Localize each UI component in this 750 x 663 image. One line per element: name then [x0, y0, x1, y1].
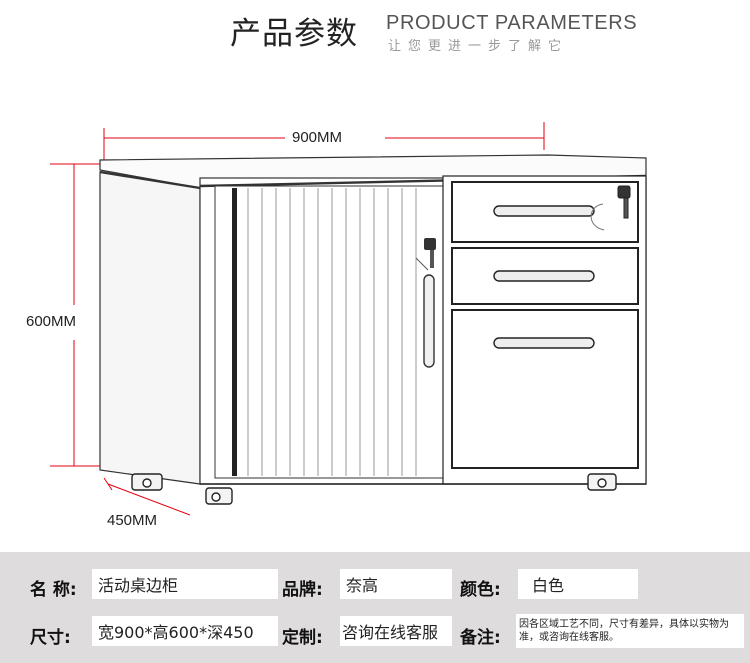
- brand-label: 品牌:: [282, 580, 323, 600]
- dimension-lines: [50, 122, 545, 516]
- door-lock-icon: [415, 238, 436, 271]
- depth-dimension-label: 450MM: [107, 512, 158, 529]
- drawer-middle-handle-icon: [493, 270, 595, 282]
- drawer-top-handle-icon: [493, 205, 595, 217]
- page-title-english: PRODUCT PARAMETERS: [386, 12, 638, 34]
- page-title: 产品参数: [230, 16, 358, 52]
- spec-table: 名 称: 活动桌边柜 品牌: 奈高 颜色: 白色 尺寸: 宽900*高600*深…: [0, 552, 750, 663]
- size-value: 宽900*高600*深450: [92, 616, 278, 646]
- cabinet-base: [131, 473, 646, 505]
- note-value: 因各区域工艺不同，尺寸有差异，具体以实物为准，或咨询在线客服。: [516, 614, 744, 648]
- color-label: 颜色:: [460, 580, 501, 600]
- note-label: 备注:: [460, 628, 501, 648]
- cabinet-side-panel: [99, 171, 201, 485]
- header: 产品参数 PRODUCT PARAMETERS 让您更进一步了解它: [0, 0, 750, 60]
- product-drawing: [50, 122, 647, 516]
- drawer-bottom-handle-icon: [493, 337, 595, 349]
- drawer-unit: [442, 175, 647, 485]
- depth-tick: [103, 477, 113, 491]
- custom-value: 咨询在线客服: [340, 616, 452, 646]
- drawer-bottom: [451, 309, 639, 469]
- drawer-lock-icon: [590, 185, 631, 231]
- tambour-door: [214, 185, 444, 479]
- size-label: 尺寸:: [30, 628, 71, 648]
- depth-dim-line: [107, 483, 191, 516]
- brand-value: 奈高: [340, 569, 452, 599]
- width-dimension-label: 900MM: [292, 129, 343, 146]
- color-value: 白色: [518, 569, 638, 599]
- height-dimension-label: 600MM: [26, 313, 77, 330]
- door-handle-icon: [423, 274, 435, 368]
- name-value: 活动桌边柜: [92, 569, 278, 599]
- custom-label: 定制:: [282, 628, 323, 648]
- page-subtitle: 让您更进一步了解它: [388, 39, 569, 54]
- name-label: 名 称:: [30, 580, 77, 600]
